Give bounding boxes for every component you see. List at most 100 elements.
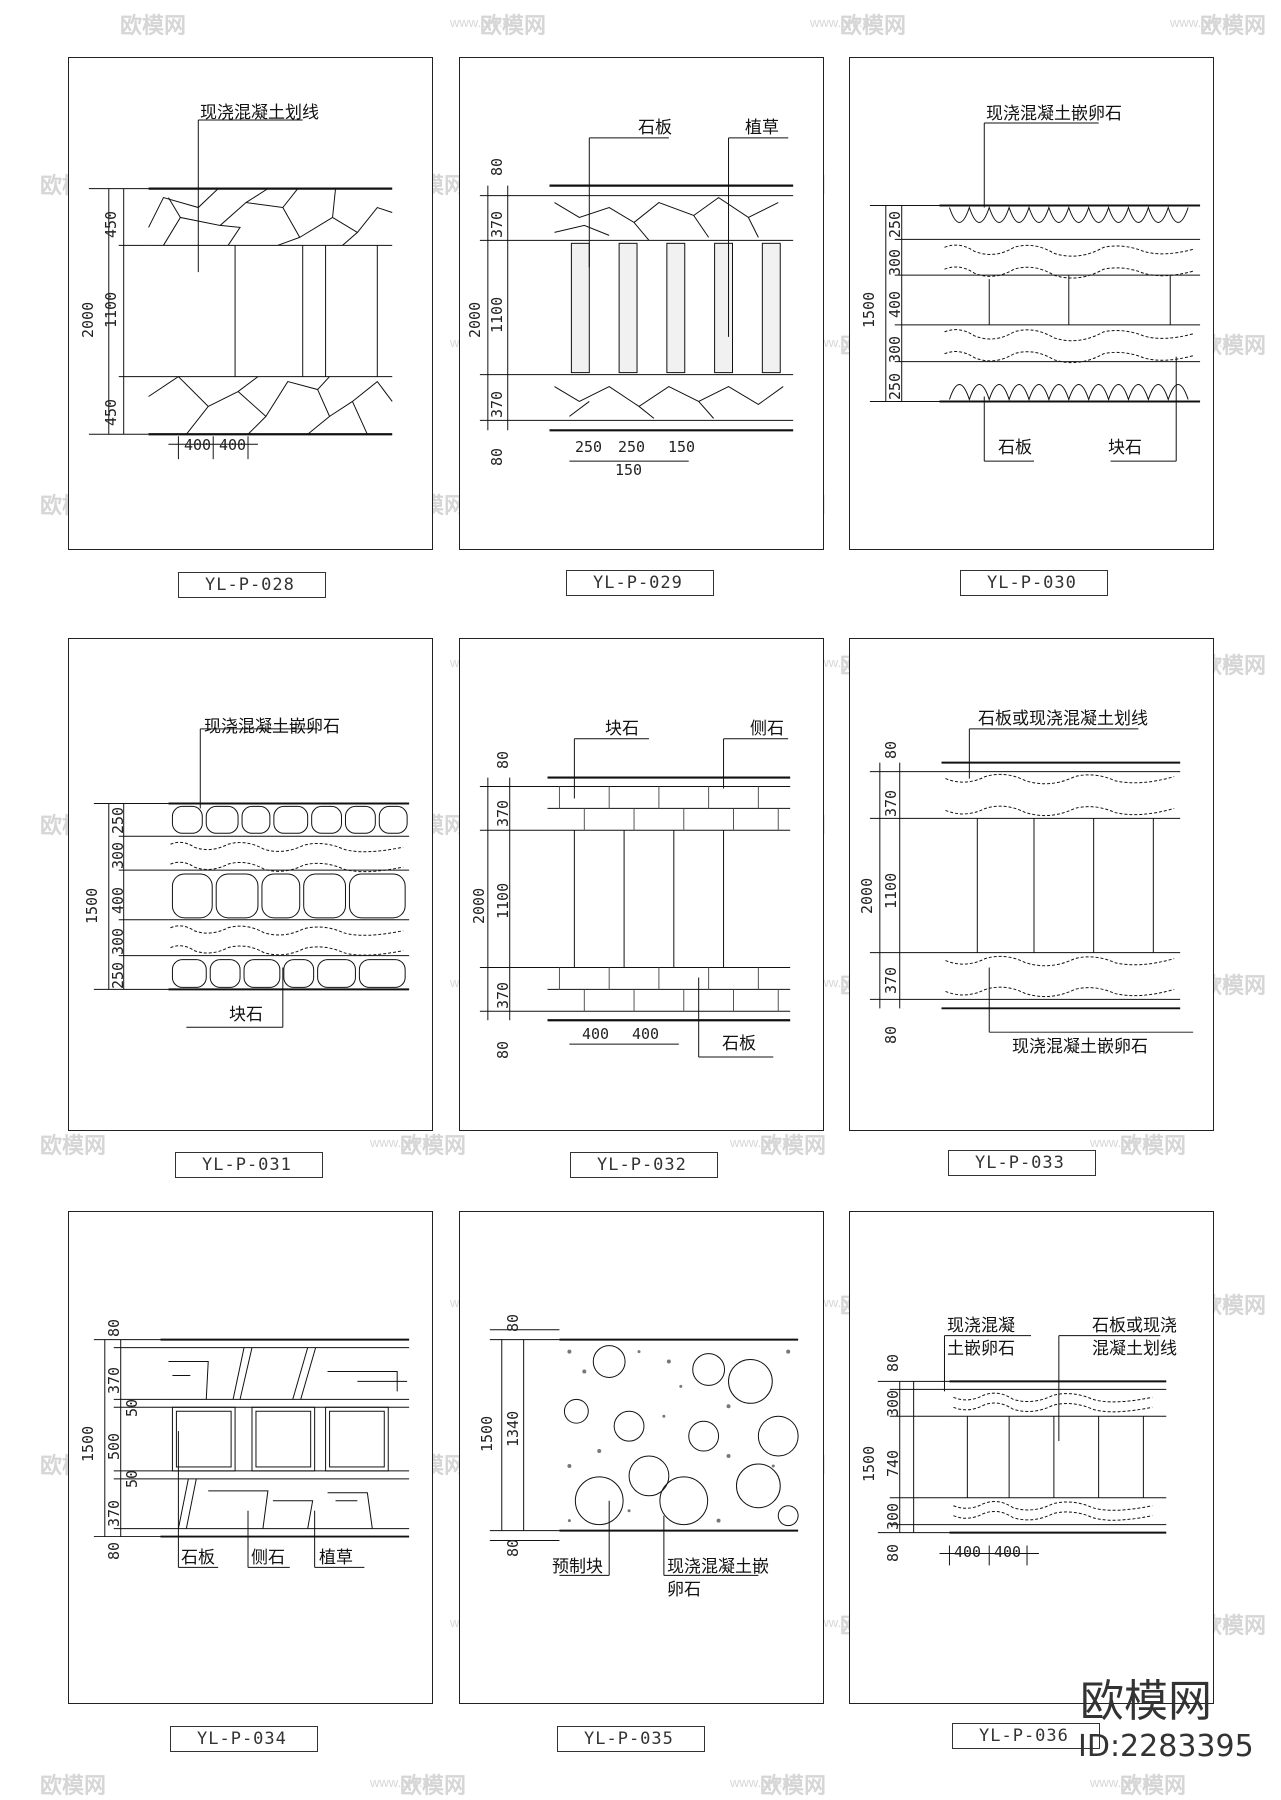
dim-1100: 1100: [102, 291, 120, 328]
label-concrete-cobble-1: 现浇混凝: [947, 1316, 1015, 1336]
pavement-drawing: [877, 1335, 1167, 1566]
drawing-code-032: YL-P-032: [570, 1152, 718, 1178]
label-concrete-cobble: 现浇混凝土嵌卵石: [986, 104, 1122, 124]
dim-300-top: 300: [886, 248, 904, 276]
watermark-url: www.om.cn: [370, 1135, 437, 1150]
drawing-code-035: YL-P-035: [557, 1726, 705, 1752]
dim-400: 400: [886, 290, 904, 318]
label-slab-or-concrete: 石板或现浇混凝土划线: [978, 709, 1148, 729]
dim-1500: 1500: [79, 1425, 97, 1462]
dim-80-bottom: 80: [882, 1025, 900, 1044]
dim-1500: 1500: [860, 1445, 878, 1482]
label-concrete-cobble: 现浇混凝土嵌卵石: [204, 717, 340, 737]
dim-370-bottom: 370: [105, 1499, 123, 1527]
dim-2000: 2000: [79, 301, 97, 338]
dim-370-top: 370: [882, 789, 900, 817]
dim-80-top: 80: [884, 1353, 902, 1372]
dim-2000: 2000: [858, 877, 876, 914]
dim-250-a: 250: [575, 438, 603, 456]
drawing-code-031: YL-P-031: [175, 1152, 323, 1178]
dim-80-bottom: 80: [504, 1538, 522, 1557]
label-curb-stone: 侧石: [251, 1548, 285, 1568]
dim-1340: 1340: [504, 1410, 522, 1447]
watermark-url: www.om.cn: [450, 15, 517, 30]
dim-400-b: 400: [994, 1543, 1022, 1561]
panel-yl-p-032: 块石 侧石 石板 80 370 1100 370 80 2000 400 400: [459, 638, 824, 1131]
dim-80-top: 80: [105, 1318, 123, 1337]
panel-yl-p-033: 石板或现浇混凝土划线 现浇混凝土嵌卵石 80 370 1100 370 80 2…: [849, 638, 1214, 1131]
watermark-brand: 欧模网: [760, 1773, 827, 1798]
watermark-brand: 欧模网: [400, 1133, 467, 1158]
dim-80-top: 80: [882, 740, 900, 759]
panel-yl-p-031: 现浇混凝土嵌卵石 块石 250 300 400 300 250 1500: [68, 638, 433, 1131]
dim-80-bottom: 80: [884, 1543, 902, 1562]
watermark-brand: 欧模网: [840, 13, 907, 38]
dim-2000: 2000: [470, 887, 488, 924]
dim-1100: 1100: [488, 296, 506, 333]
watermark-brand: 欧模网: [480, 13, 547, 38]
dim-500: 500: [105, 1432, 123, 1460]
watermark-brand: 欧模网: [400, 1773, 467, 1798]
dim-80-bottom: 80: [494, 1040, 512, 1059]
dim-80-top: 80: [504, 1313, 522, 1332]
panel-yl-p-029: 石板 植草 80 370 1100 370 80 2000 250 250 15…: [459, 57, 824, 550]
label-grass: 植草: [319, 1548, 353, 1568]
label-stone-slab: 石板: [638, 118, 672, 138]
label-slab-or-concrete-1: 石板或现浇: [1092, 1316, 1177, 1336]
pavement-drawing: [93, 1338, 410, 1568]
dim-400: 400: [109, 886, 127, 914]
watermark-url: www.om.cn: [1090, 1775, 1157, 1790]
dim-50-top: 50: [123, 1398, 141, 1417]
dim-300-bottom: 300: [884, 1502, 902, 1530]
label-concrete-cobble-2: 土嵌卵石: [947, 1339, 1015, 1359]
label-concrete-cobble: 现浇混凝土嵌卵石: [1012, 1037, 1148, 1057]
watermark-url: www.om.cn: [810, 15, 877, 30]
watermark-url: www.om.cn: [1090, 1135, 1157, 1150]
dim-450-bottom: 450: [102, 398, 120, 426]
label-block-stone: 块石: [1108, 438, 1142, 458]
pavement-drawing: [869, 122, 1201, 462]
watermark-brand: 欧模网: [1120, 1773, 1187, 1798]
drawing-code-034: YL-P-034: [170, 1726, 318, 1752]
pavement-drawing: [93, 728, 410, 1028]
dim-370-bottom: 370: [488, 390, 506, 418]
panel-yl-p-030: 现浇混凝土嵌卵石 石板 块石 250 300 400 300 250 1500: [849, 57, 1214, 550]
drawing-code-030: YL-P-030: [960, 570, 1108, 596]
panel-yl-p-028: 现浇混凝土划线 450 1100 450 2000 400 400: [68, 57, 433, 550]
dim-250-top: 250: [886, 210, 904, 238]
label-concrete-lines: 现浇混凝土划线: [200, 103, 319, 123]
dim-2000: 2000: [466, 301, 484, 338]
pavement-drawing: [489, 1329, 799, 1576]
dim-400-b: 400: [632, 1025, 660, 1043]
dim-80-top: 80: [494, 750, 512, 769]
label-block-stone: 块石: [605, 719, 639, 739]
watermark-brand: 欧模网: [1200, 13, 1267, 38]
dim-400-b: 400: [219, 436, 247, 454]
watermark-url: www.om.cn: [730, 1135, 797, 1150]
dim-150-a: 150: [668, 438, 696, 456]
dim-1500: 1500: [860, 291, 878, 328]
dim-370-top: 370: [494, 799, 512, 827]
dim-80-bottom: 80: [105, 1541, 123, 1560]
dim-250-b: 250: [618, 438, 646, 456]
panel-yl-p-036: 现浇混凝 土嵌卵石 石板或现浇 混凝土划线 80 300 740 300 80 …: [849, 1211, 1214, 1704]
watermark-brand: 欧模网: [760, 1133, 827, 1158]
dim-370-top: 370: [488, 210, 506, 238]
dim-1500: 1500: [478, 1415, 496, 1452]
watermark-url: www.om.cn: [730, 1775, 797, 1790]
dim-370-bottom: 370: [494, 981, 512, 1009]
dim-400-a: 400: [184, 436, 212, 454]
panel-yl-p-035: 预制块 现浇混凝土嵌 卵石 80 1340 80 1500: [459, 1211, 824, 1704]
label-curb-stone: 侧石: [750, 719, 784, 739]
dim-450-top: 450: [102, 210, 120, 238]
label-slab-or-concrete-2: 混凝土划线: [1092, 1339, 1177, 1359]
dim-400-a: 400: [954, 1543, 982, 1561]
dim-1100: 1100: [494, 882, 512, 919]
footer-id: ID:2283395: [1078, 1729, 1254, 1764]
watermark-brand: 欧模网: [40, 1133, 107, 1158]
pavement-drawing: [479, 738, 791, 1058]
watermark-brand: 欧模网: [1120, 1133, 1187, 1158]
label-concrete-cobble-2: 卵石: [667, 1580, 701, 1600]
dim-300-top: 300: [884, 1389, 902, 1417]
dim-150-b: 150: [615, 461, 643, 479]
